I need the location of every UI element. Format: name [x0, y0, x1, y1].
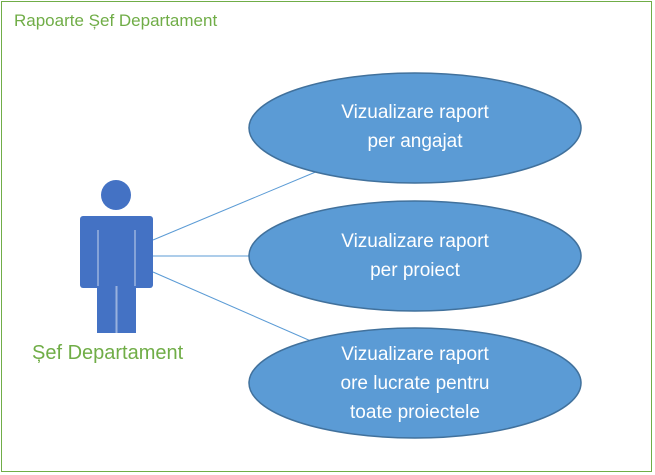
connector-uc3: [152, 271, 321, 346]
diagram-title: Rapoarte Șef Departament: [14, 11, 218, 30]
use-case-1-shape: [248, 72, 582, 184]
use-case-1-label: Vizualizare raport per angajat: [341, 102, 489, 152]
use-case-3-label: Vizualizare raport ore lucrate pentru to…: [340, 344, 490, 423]
person-icon: [80, 180, 153, 333]
use-case-3-shape: [248, 327, 582, 439]
use-case-2-label: Vizualizare raport per proiect: [341, 231, 489, 281]
use-case-2-shape: [248, 200, 582, 312]
actor-label: Șef Departament: [32, 342, 184, 364]
connector-uc1: [152, 170, 319, 241]
